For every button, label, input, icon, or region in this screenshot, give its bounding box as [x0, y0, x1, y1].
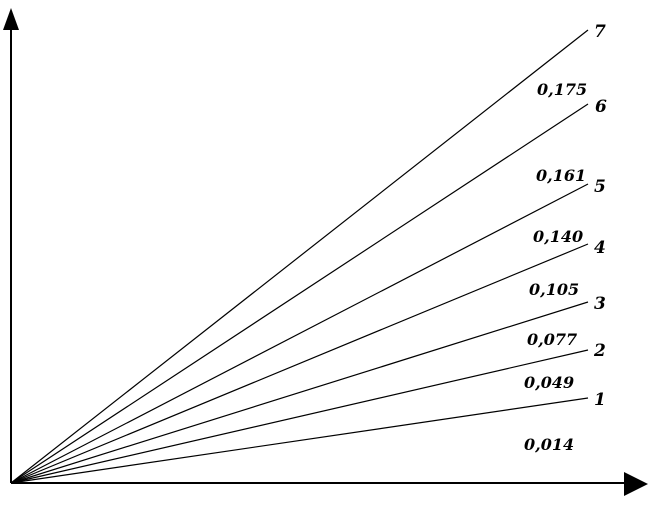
line-value-label-5: 0,140 — [533, 227, 583, 246]
line-number-label-7: 7 — [594, 22, 606, 42]
line-number-label-2: 2 — [593, 341, 606, 361]
line-number-label-6: 6 — [595, 97, 607, 117]
line-number-label-5: 5 — [594, 177, 606, 197]
ray-1 — [10, 397, 589, 484]
x-axis-arrow-icon — [624, 472, 648, 496]
line-number-label-1: 1 — [594, 390, 606, 410]
line-value-label-3: 0,077 — [527, 330, 577, 349]
ray-2 — [10, 349, 589, 484]
line-value-label-4: 0,105 — [529, 280, 579, 299]
ray-6 — [10, 103, 589, 484]
line-value-label-7: 0,175 — [537, 80, 587, 99]
ray-3 — [10, 301, 589, 484]
ray-7 — [10, 29, 589, 484]
line-value-label-6: 0,161 — [536, 166, 586, 185]
ray-4 — [10, 243, 589, 484]
line-number-label-3: 3 — [594, 294, 606, 314]
line-value-label-2: 0,049 — [524, 373, 574, 392]
y-axis-arrow-icon — [3, 8, 19, 30]
line-value-label-1: 0,014 — [524, 435, 574, 454]
line-number-label-4: 4 — [594, 238, 606, 258]
ray-5 — [10, 183, 589, 484]
